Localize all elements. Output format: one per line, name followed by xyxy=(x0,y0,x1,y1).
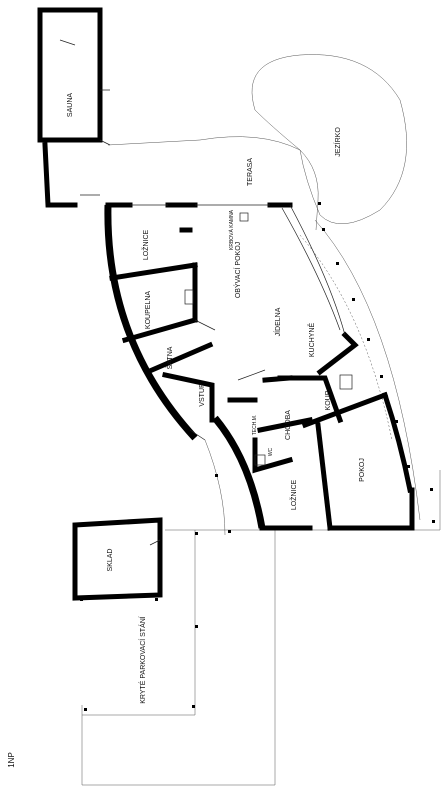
sklad-building xyxy=(72,517,163,601)
room-label-pokoj: POKOJ xyxy=(359,458,366,482)
room-labels: SAUNA TERASA JEZÍRKO LOŽNICE KRBOVÁ KAMN… xyxy=(67,93,366,704)
room-label-jezirko: JEZÍRKO xyxy=(333,127,342,157)
room-label-krbova-kamna: KRBOVÁ KAMNA xyxy=(228,209,235,250)
room-label-koup: KOUP. xyxy=(325,390,332,411)
entry-path-curve xyxy=(204,439,226,536)
room-label-koupelna: KOUPELNA xyxy=(145,291,152,329)
pond-outline xyxy=(251,54,407,225)
wc-fixture xyxy=(254,454,266,466)
room-label-vstup: VSTUP xyxy=(199,383,206,407)
site-outlines xyxy=(81,54,441,786)
room-label-satna: ŠATNA xyxy=(165,346,174,369)
sauna-building xyxy=(37,7,111,208)
room-label-loznice-2: LOŽNICE xyxy=(289,480,298,511)
garden-arc-inner xyxy=(299,234,393,441)
terrace-outline xyxy=(107,136,319,231)
room-label-kuchyne: KUCHYNĚ xyxy=(307,323,316,358)
room-label-jidelna: JÍDELNA xyxy=(273,307,282,336)
house-walls xyxy=(104,202,415,531)
bathtub-symbol xyxy=(184,289,194,305)
fireplace-symbol xyxy=(239,212,249,222)
kitchen-fixture xyxy=(339,374,353,390)
room-label-loznice-1: LOŽNICE xyxy=(141,230,150,261)
room-label-terasa: TERASA xyxy=(247,158,254,186)
room-label-sklad: SKLAD xyxy=(107,549,114,572)
room-label-obyvaci-pokoj: OBÝVACÍ POKOJ xyxy=(233,242,242,298)
parking-outline xyxy=(81,529,276,786)
room-label-wc: WC xyxy=(268,447,274,456)
room-label-chodba: CHODBA xyxy=(285,410,292,440)
room-label-sauna: SAUNA xyxy=(67,93,74,117)
room-label-tech: TECH.M. xyxy=(252,415,258,436)
garden-arc-outer xyxy=(314,219,421,521)
floor-label: 1NP xyxy=(7,752,16,768)
room-label-parking: KRYTÉ PARKOVACÍ STÁNÍ xyxy=(138,616,147,704)
posts xyxy=(80,202,435,711)
